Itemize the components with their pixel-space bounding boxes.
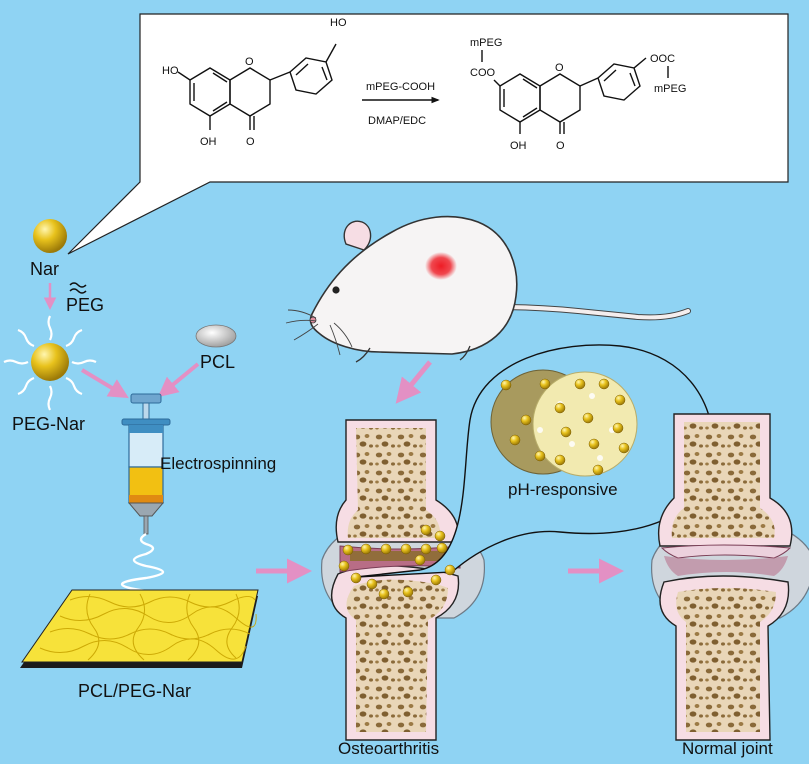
peg-squiggle-2 — [69, 288, 87, 294]
normal-joint-label: Normal joint — [682, 739, 773, 758]
gold-particle — [554, 454, 566, 466]
gold-particle — [420, 524, 432, 536]
rat-to-joint-arrow — [395, 360, 432, 404]
gold-particle — [509, 434, 521, 446]
released-particles — [338, 378, 630, 600]
gold-particle — [338, 560, 350, 572]
inflammation-spot — [425, 252, 457, 280]
nar-particle — [33, 219, 67, 253]
gold-particle — [378, 588, 390, 600]
gold-particle — [500, 379, 512, 391]
gold-particle — [534, 450, 546, 462]
gold-particle — [420, 543, 432, 555]
gold-particle — [574, 378, 586, 390]
peg-squiggle-1 — [69, 282, 87, 288]
gold-particle — [618, 442, 630, 454]
gold-particle — [400, 543, 412, 555]
nar-label: Nar — [30, 259, 59, 279]
product-group-o-keto: O — [556, 140, 565, 152]
gold-particle — [360, 543, 372, 555]
pegnar-to-syringe-arrow — [80, 368, 129, 399]
osteoarthritis-label: Osteoarthritis — [338, 739, 439, 758]
electrospinning-label: Electrospinning — [160, 454, 276, 473]
reagent-label: mPEG-COOH — [366, 81, 435, 93]
product-group-ooc: OOC — [650, 53, 675, 65]
scaffold-label: PCL/PEG-Nar — [78, 681, 191, 701]
gold-particle — [366, 578, 378, 590]
peg-naringenin-structure — [481, 50, 669, 134]
gold-particle — [350, 572, 362, 584]
scaffold-mesh — [20, 589, 259, 668]
rat-illustration — [285, 215, 691, 363]
product-group-oh: OH — [510, 140, 527, 152]
gold-particle — [380, 543, 392, 555]
gold-particle — [444, 564, 456, 576]
gold-particle — [588, 438, 600, 450]
gold-particle — [592, 464, 604, 476]
peg-nar-particle — [3, 315, 97, 411]
gold-particle — [614, 394, 626, 406]
gold-particle — [560, 426, 572, 438]
gold-particle — [539, 378, 551, 390]
naringenin-structure — [177, 43, 337, 130]
gold-particle — [402, 586, 414, 598]
product-group-o-ring: O — [555, 62, 564, 74]
osteoarthritis-joint — [321, 419, 486, 741]
reaction-callout — [67, 13, 789, 255]
gold-particle — [342, 544, 354, 556]
gold-particle — [436, 542, 448, 554]
pcl-to-syringe-arrow — [157, 362, 200, 398]
product-group-mpeg-left: mPEG — [470, 37, 502, 49]
gold-particle — [554, 402, 566, 414]
normal-joint — [651, 413, 809, 741]
product-group-coo: COO — [470, 67, 496, 79]
ph-responsive-label: pH-responsive — [508, 480, 618, 499]
pcl-pellet — [195, 324, 237, 348]
conditions-label: DMAP/EDC — [368, 115, 426, 127]
gold-particle — [612, 422, 624, 434]
peg-nar-label: PEG-Nar — [12, 414, 85, 434]
electrospinning-syringe — [121, 393, 171, 535]
gold-particle — [430, 574, 442, 586]
reactant-group-ho-1: HO — [162, 65, 179, 77]
reactant-group-oh-1: OH — [200, 136, 217, 148]
reactant-group-o-ring: O — [245, 56, 254, 68]
gold-particle — [434, 530, 446, 542]
gold-particle — [598, 378, 610, 390]
product-group-mpeg-right: mPEG — [654, 83, 686, 95]
gold-particle — [414, 554, 426, 566]
gold-particle — [582, 412, 594, 424]
peg-label: PEG — [66, 295, 104, 315]
reactant-group-o-keto: O — [246, 136, 255, 148]
gold-particle — [520, 414, 532, 426]
pcl-label: PCL — [200, 352, 235, 372]
reactant-group-ho-2: HO — [330, 17, 347, 29]
